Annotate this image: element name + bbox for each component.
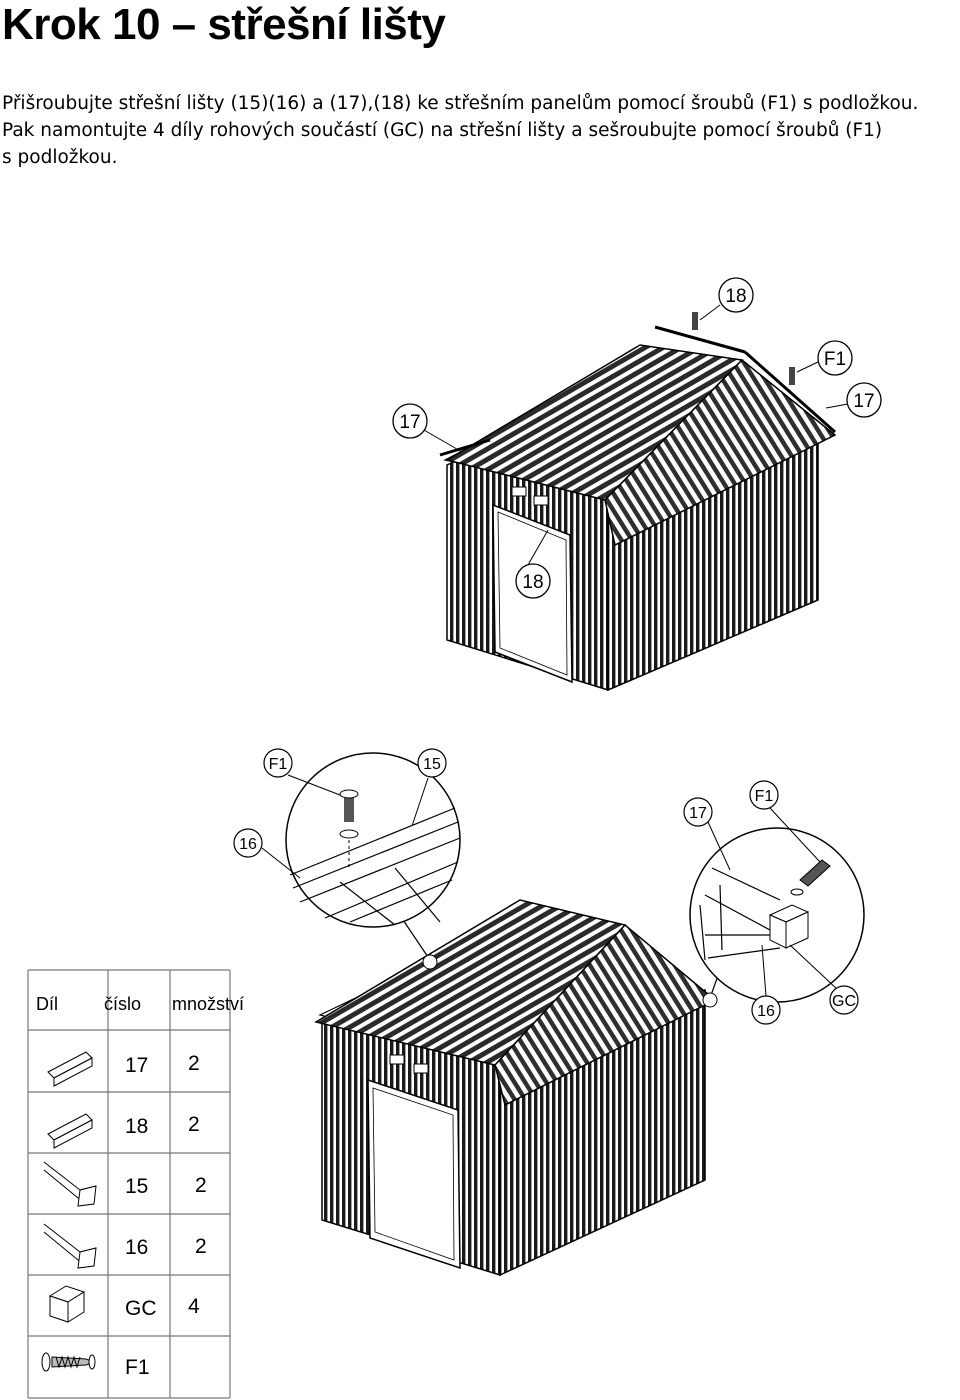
callout-top-f1: F1 (796, 340, 853, 376)
screw-icon (692, 312, 795, 385)
angle-trim-icon (43, 1161, 97, 1207)
callout-detail-gc: GC (789, 944, 859, 1015)
parts-table: Díl číslo množství (27, 969, 244, 1399)
svg-text:F1: F1 (269, 756, 288, 773)
svg-text:15: 15 (423, 756, 441, 773)
svg-text:17: 17 (689, 805, 707, 822)
callout-detail-16-right: 16 (751, 944, 781, 1025)
roof-trim-icon (47, 1113, 93, 1149)
svg-text:16: 16 (757, 1003, 775, 1020)
angle-trim-icon (43, 1223, 97, 1269)
callout-detail-f1-right: F1 (749, 780, 821, 863)
table-cell-qty: 4 (188, 1295, 200, 1318)
callout-top-18: 18 (699, 277, 754, 321)
shed-drawing-top (439, 312, 837, 692)
table-cell-qty: 2 (195, 1235, 207, 1258)
callout-detail-15: 15 (411, 748, 447, 827)
instruction-line: Přišroubujte střešní lišty (15)(16) a (1… (2, 93, 919, 114)
corner-cap-icon (48, 1285, 86, 1323)
screw-icon (41, 1352, 96, 1372)
detail-circle-right (689, 827, 865, 1008)
table-cell-number: 15 (125, 1175, 148, 1198)
table-cell-number: 17 (125, 1054, 148, 1077)
callout-detail-f1-left: F1 (263, 748, 341, 796)
table-cell-qty: 2 (188, 1052, 200, 1075)
svg-text:GC: GC (832, 993, 856, 1010)
instruction-line: s podložkou. (2, 147, 118, 168)
table-cell-qty: 2 (195, 1174, 207, 1197)
detail-circle-left (285, 752, 461, 970)
shed-drawing-bottom (314, 899, 717, 1277)
table-cell-number: 16 (125, 1236, 148, 1259)
instruction-line: Pak namontujte 4 díly rohových součástí … (2, 120, 883, 141)
table-header: množství (172, 994, 244, 1014)
callout-detail-17: 17 (683, 797, 731, 871)
callout-detail-16-left: 16 (233, 828, 301, 879)
callout-top-17-left: 17 (392, 403, 463, 453)
svg-text:17: 17 (853, 391, 874, 412)
table-cell-number: 18 (125, 1115, 148, 1138)
svg-text:F1: F1 (824, 349, 846, 370)
svg-text:16: 16 (239, 836, 257, 853)
screw-icon (339, 789, 359, 868)
svg-text:18: 18 (522, 572, 543, 593)
table-cell-number: F1 (125, 1356, 150, 1379)
svg-text:17: 17 (399, 412, 420, 433)
callout-top-18-front: 18 (515, 529, 551, 599)
table-cell-number: GC (125, 1297, 157, 1320)
callout-top-17-right: 17 (825, 382, 882, 418)
roof-trim-icon (47, 1051, 93, 1087)
table-header: Díl (36, 994, 58, 1014)
corner-cap-icon (768, 904, 810, 949)
svg-text:18: 18 (725, 286, 746, 307)
instructions: Přišroubujte střešní lišty (15)(16) a (1… (2, 90, 957, 171)
table-header: číslo (104, 994, 141, 1014)
screw-icon (790, 859, 831, 896)
table-cell-qty: 2 (188, 1113, 200, 1136)
page-title: Krok 10 – střešní lišty (2, 0, 446, 49)
svg-text:F1: F1 (755, 788, 774, 805)
